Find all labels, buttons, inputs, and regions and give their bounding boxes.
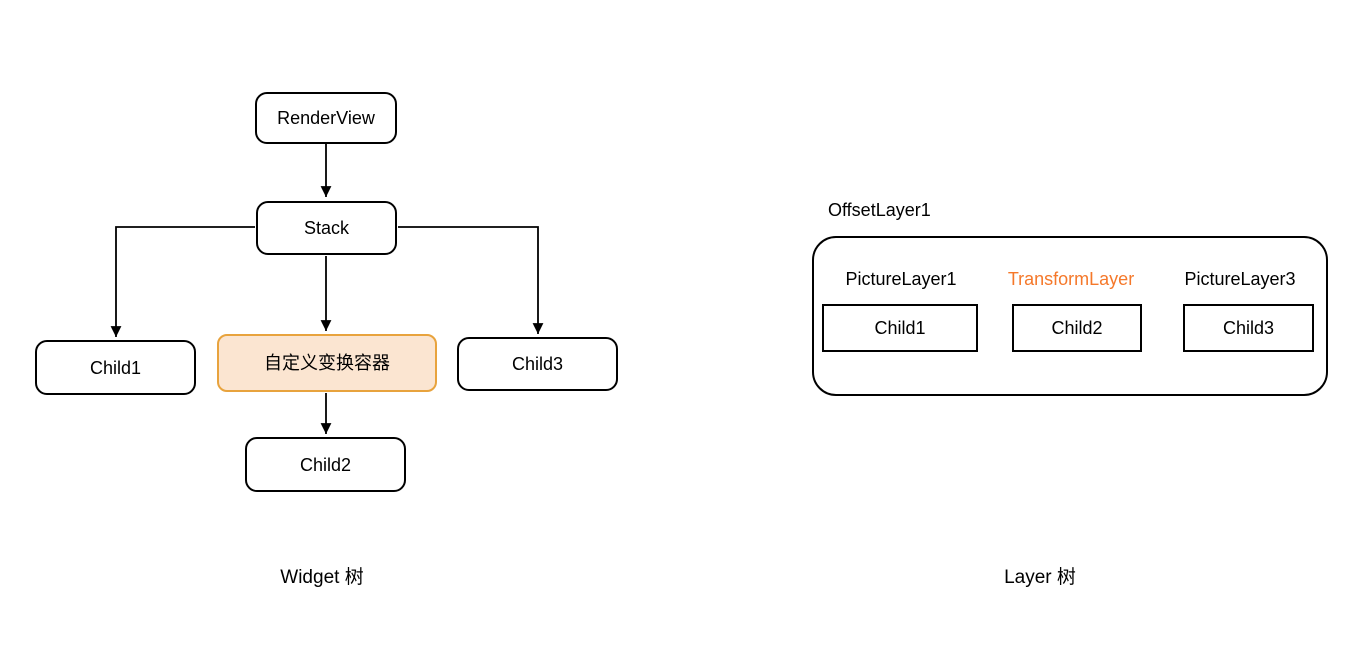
connector-stack-child1 xyxy=(110,226,255,337)
node-child2: Child2 xyxy=(245,437,406,492)
layer-box-child3: Child3 xyxy=(1183,304,1314,352)
layer-box-child2: Child2 xyxy=(1012,304,1142,352)
node-renderview: RenderView xyxy=(255,92,397,144)
offset-layer-label: OffsetLayer1 xyxy=(828,200,931,220)
node-child3: Child3 xyxy=(457,337,618,391)
widget-tree-caption: Widget 树 xyxy=(280,567,364,588)
picture-layer3-label: PictureLayer3 xyxy=(1184,269,1296,289)
connector-stack-child3 xyxy=(398,226,544,334)
node-stack: Stack xyxy=(256,201,397,255)
node-child1: Child1 xyxy=(35,340,196,395)
node-transform-container: 自定义变换容器 xyxy=(217,334,437,392)
transform-layer-label: TransformLayer xyxy=(1007,269,1135,289)
picture-layer1-label: PictureLayer1 xyxy=(845,269,957,289)
layer-tree-caption: Layer 树 xyxy=(1004,567,1076,588)
layer-box-child1: Child1 xyxy=(822,304,978,352)
